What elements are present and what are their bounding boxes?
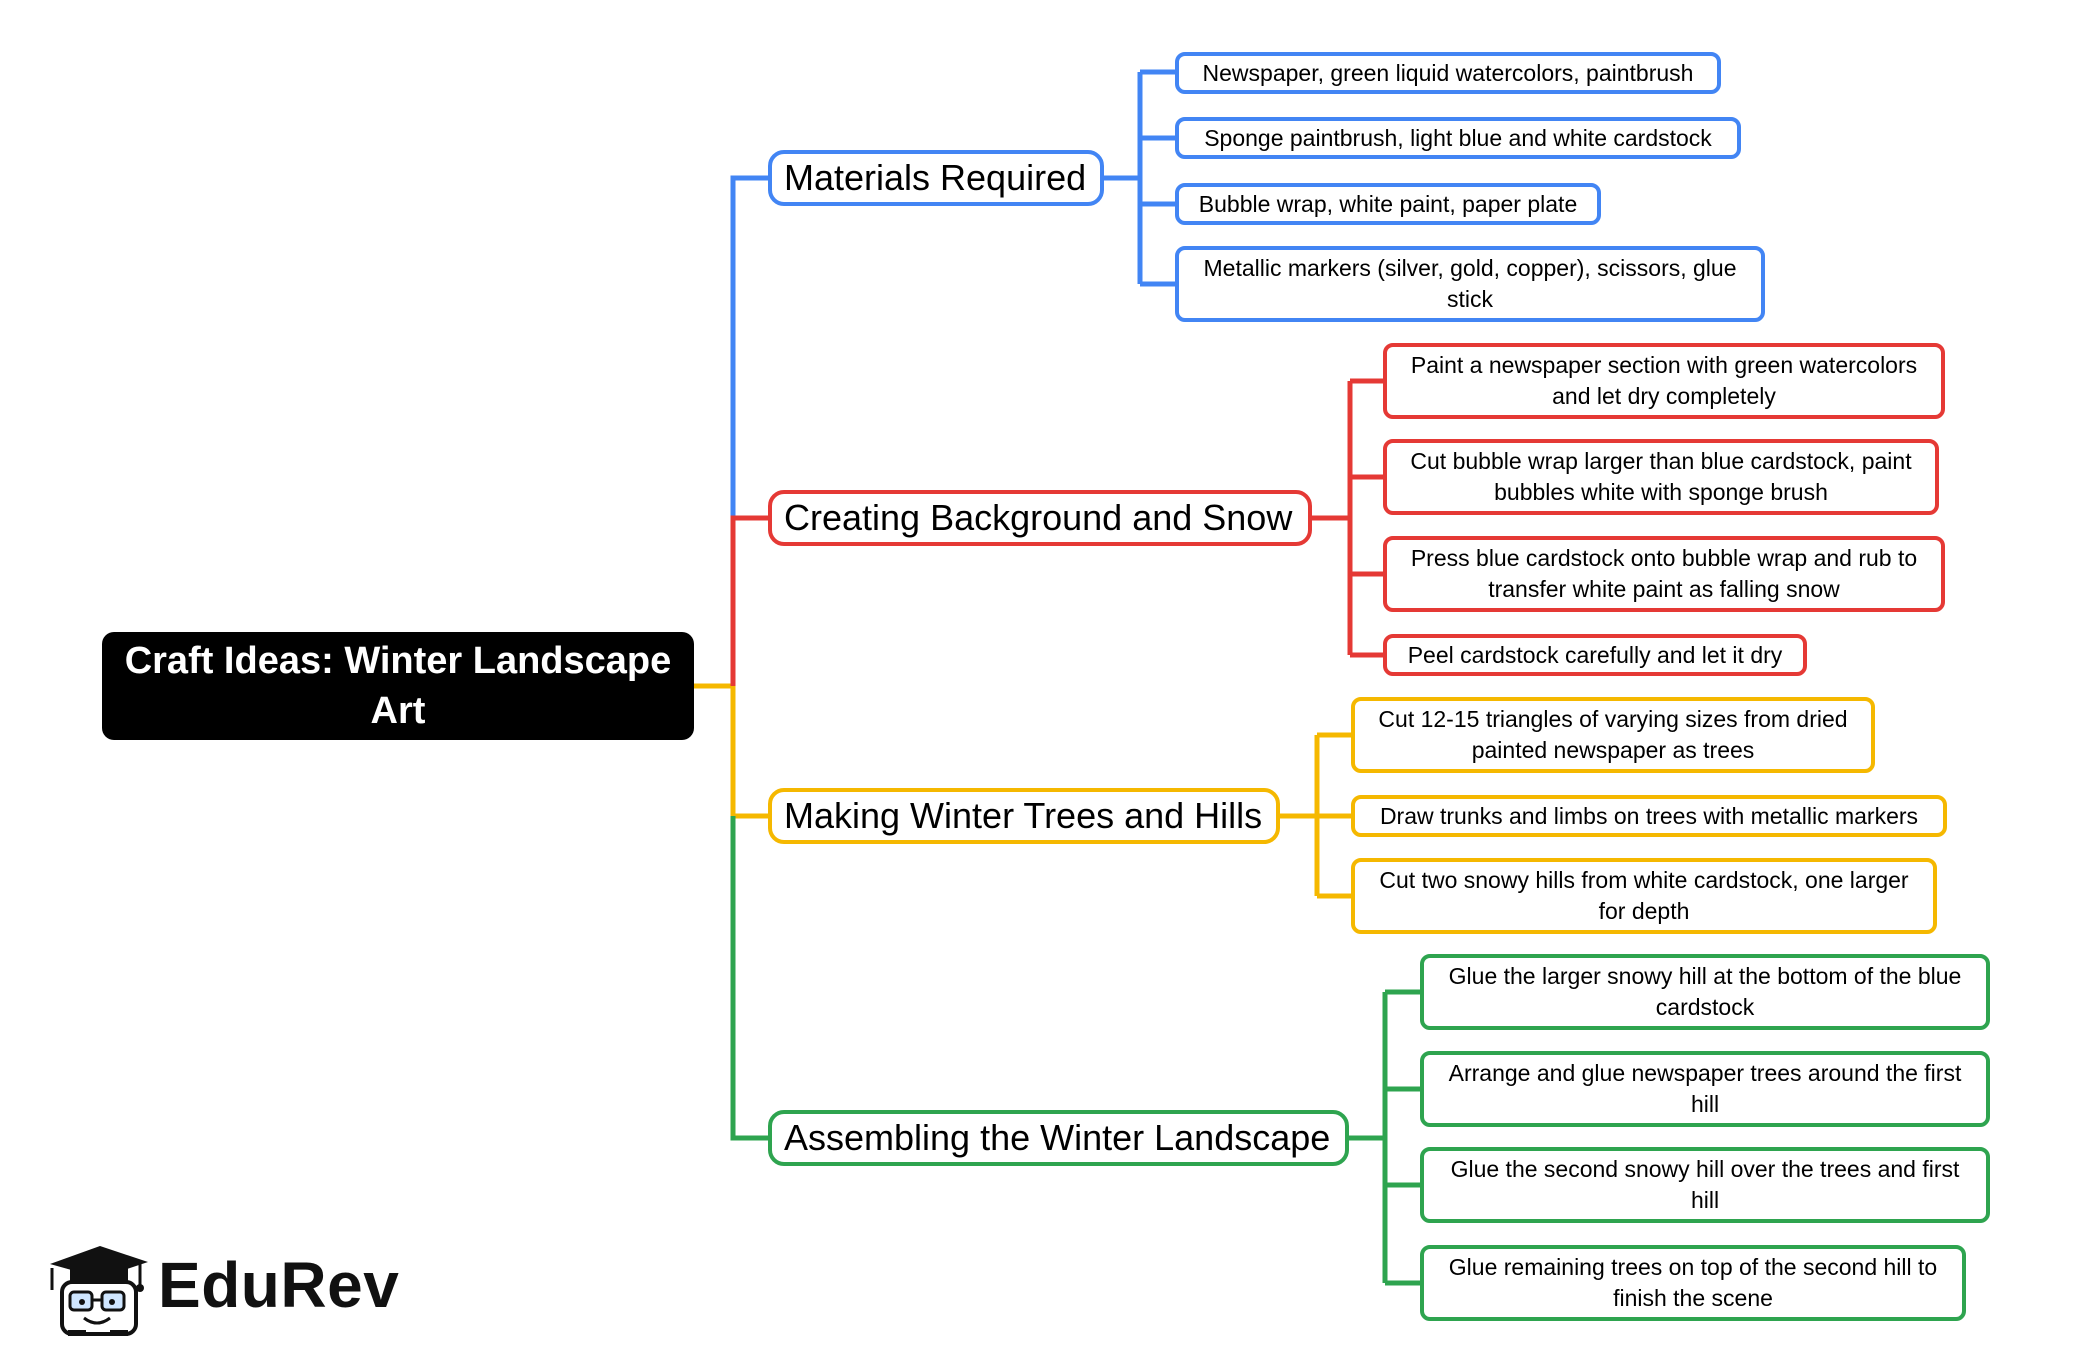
branch-label: Making Winter Trees and Hills	[784, 795, 1263, 836]
leaf-trees-1: Cut 12-15 triangles of varying sizes fro…	[1351, 697, 1875, 773]
logo-text: EduRev	[158, 1249, 400, 1321]
leaf-label: Arrange and glue newspaper trees around …	[1448, 1060, 1962, 1117]
branch-making-trees-hills: Making Winter Trees and Hills	[768, 788, 1280, 844]
leaf-label: Bubble wrap, white paint, paper plate	[1198, 190, 1578, 217]
edurev-logo: EduRev	[40, 1238, 400, 1338]
leaf-background-2: Cut bubble wrap larger than blue cardsto…	[1383, 439, 1939, 515]
leaf-background-1: Paint a newspaper section with green wat…	[1383, 343, 1945, 419]
leaf-label: Cut 12-15 triangles of varying sizes fro…	[1378, 706, 1848, 763]
trunk-green	[730, 816, 772, 1141]
trunk-blue	[730, 175, 772, 520]
leaf-materials-3: Bubble wrap, white paint, paper plate	[1175, 183, 1601, 225]
trunk-yellow	[730, 686, 772, 819]
leaf-assembling-3: Glue the second snowy hill over the tree…	[1420, 1147, 1990, 1223]
branch-assembling-landscape: Assembling the Winter Landscape	[768, 1110, 1349, 1166]
leaf-materials-1: Newspaper, green liquid watercolors, pai…	[1175, 52, 1721, 94]
root-label: Craft Ideas: Winter Landscape Art	[124, 640, 672, 732]
leaf-background-4: Peel cardstock carefully and let it dry	[1383, 634, 1807, 676]
leaf-label: Glue remaining trees on top of the secon…	[1448, 1254, 1938, 1311]
leaf-trees-3: Cut two snowy hills from white cardstock…	[1351, 858, 1937, 934]
leaf-assembling-2: Arrange and glue newspaper trees around …	[1420, 1051, 1990, 1127]
leaf-label: Paint a newspaper section with green wat…	[1410, 352, 1918, 409]
leaf-label: Press blue cardstock onto bubble wrap an…	[1410, 545, 1918, 602]
branch-label: Creating Background and Snow	[784, 497, 1293, 538]
branch-creating-background: Creating Background and Snow	[768, 490, 1312, 546]
leaf-materials-2: Sponge paintbrush, light blue and white …	[1175, 117, 1741, 159]
leaf-background-3: Press blue cardstock onto bubble wrap an…	[1383, 536, 1945, 612]
leaf-trees-2: Draw trunks and limbs on trees with meta…	[1351, 795, 1947, 837]
leaf-label: Peel cardstock carefully and let it dry	[1407, 641, 1783, 668]
branch-label: Materials Required	[784, 157, 1087, 198]
root-node: Craft Ideas: Winter Landscape Art	[102, 632, 694, 740]
leaf-label: Draw trunks and limbs on trees with meta…	[1379, 802, 1919, 829]
leaf-label: Glue the larger snowy hill at the bottom…	[1448, 963, 1962, 1020]
graduation-cap-mascot-icon	[50, 1246, 148, 1336]
leaf-label: Sponge paintbrush, light blue and white …	[1204, 124, 1712, 151]
trunk-red	[730, 515, 772, 686]
leaf-label: Metallic markers (silver, gold, copper),…	[1203, 255, 1737, 312]
leaf-label: Cut two snowy hills from white cardstock…	[1379, 867, 1909, 924]
leaf-label: Cut bubble wrap larger than blue cardsto…	[1410, 448, 1912, 505]
leaf-label: Glue the second snowy hill over the tree…	[1450, 1156, 1960, 1213]
leaf-label: Newspaper, green liquid watercolors, pai…	[1202, 59, 1694, 86]
branch-materials-required: Materials Required	[768, 150, 1104, 206]
leaf-assembling-4: Glue remaining trees on top of the secon…	[1420, 1245, 1966, 1321]
branch-label: Assembling the Winter Landscape	[784, 1117, 1331, 1158]
leaf-materials-4: Metallic markers (silver, gold, copper),…	[1175, 246, 1765, 322]
leaf-assembling-1: Glue the larger snowy hill at the bottom…	[1420, 954, 1990, 1030]
